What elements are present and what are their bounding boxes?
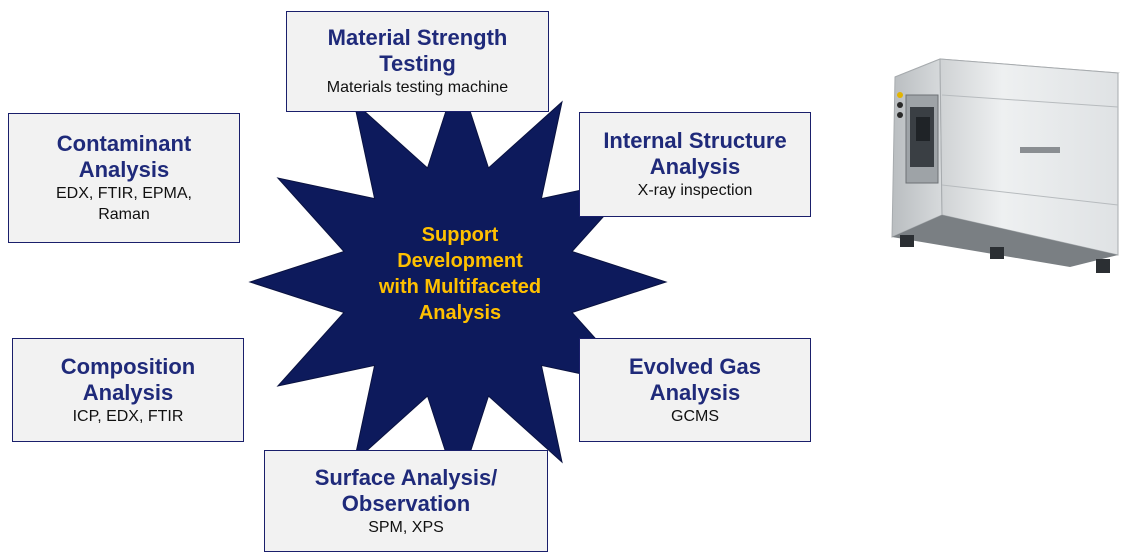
box-title: Internal Structure Analysis	[603, 128, 787, 179]
box-internal-structure: Internal Structure Analysis X-ray inspec…	[579, 112, 811, 217]
box-title: Contaminant Analysis	[56, 131, 192, 182]
box-evolved-gas: Evolved Gas Analysis GCMS	[579, 338, 811, 442]
box-subtitle: SPM, XPS	[368, 518, 444, 536]
box-subtitle: ICP, EDX, FTIR	[72, 407, 184, 425]
box-surface-analysis: Surface Analysis/ Observation SPM, XPS	[264, 450, 548, 552]
xray-inspection-machine-icon	[891, 58, 1120, 273]
box-title: Surface Analysis/ Observation	[314, 464, 498, 516]
center-label: Support Development with Multifaceted An…	[378, 224, 542, 324]
box-title: Composition Analysis	[60, 353, 196, 405]
box-subtitle: GCMS	[671, 407, 719, 425]
box-material-strength: Material Strength Testing Materials test…	[286, 11, 549, 112]
box-title: Evolved Gas Analysis	[628, 353, 762, 405]
box-title: Material Strength Testing	[327, 25, 508, 76]
box-subtitle: Materials testing machine	[326, 79, 509, 96]
box-subtitle: X-ray inspection	[637, 182, 753, 199]
box-composition-analysis: Composition Analysis ICP, EDX, FTIR	[12, 338, 244, 442]
box-contaminant-analysis: Contaminant Analysis EDX, FTIR, EPMA, Ra…	[8, 113, 240, 243]
box-subtitle: EDX, FTIR, EPMA, Raman	[55, 185, 192, 223]
